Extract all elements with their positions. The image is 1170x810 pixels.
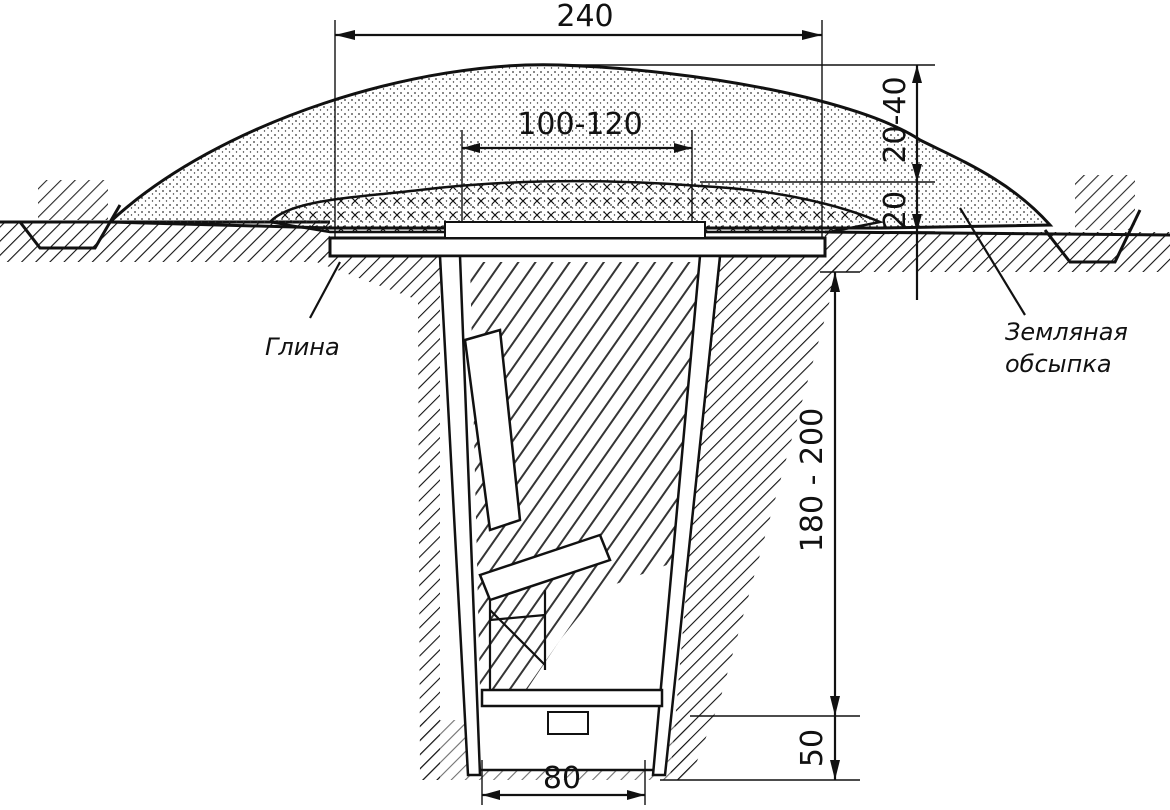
ground-right (824, 230, 1170, 272)
dim-bottom-width-label: 80 (543, 761, 581, 796)
left-revetment (438, 254, 482, 777)
right-revetment (651, 254, 722, 777)
dim-vertical-right (560, 64, 935, 300)
clay-leader (309, 261, 341, 319)
dim-inner-width-label: 100-120 (517, 107, 642, 142)
roof-slab (328, 236, 827, 258)
dim-top-width-label: 240 (556, 0, 613, 34)
dim-top-width (334, 20, 823, 238)
cover-layer (267, 179, 885, 234)
bench (463, 328, 612, 690)
dim-bottom-width (481, 760, 646, 805)
floor-block (547, 711, 589, 735)
dim-slab-label: 20 (878, 191, 913, 229)
earth-fill-label-1: Земляная (1005, 318, 1128, 346)
ditch-right (1043, 175, 1142, 264)
clay-label: Глина (265, 333, 340, 361)
dim-depth-label: 180 - 200 (795, 408, 830, 552)
earth-fill-leader (959, 207, 1026, 316)
dim-inner-width (461, 130, 693, 222)
floor-board (480, 688, 664, 708)
dim-depth (660, 271, 860, 781)
dim-bottom-gap-label: 50 (795, 729, 830, 767)
earth-mound (106, 63, 1054, 230)
dim-mound-height-label: 20-40 (878, 76, 913, 163)
roof-board (444, 221, 706, 239)
ditch-left (18, 180, 122, 250)
ground-left (0, 220, 330, 262)
earth-fill-label-2: обсыпка (1005, 350, 1112, 378)
trench-shadow (470, 262, 700, 700)
